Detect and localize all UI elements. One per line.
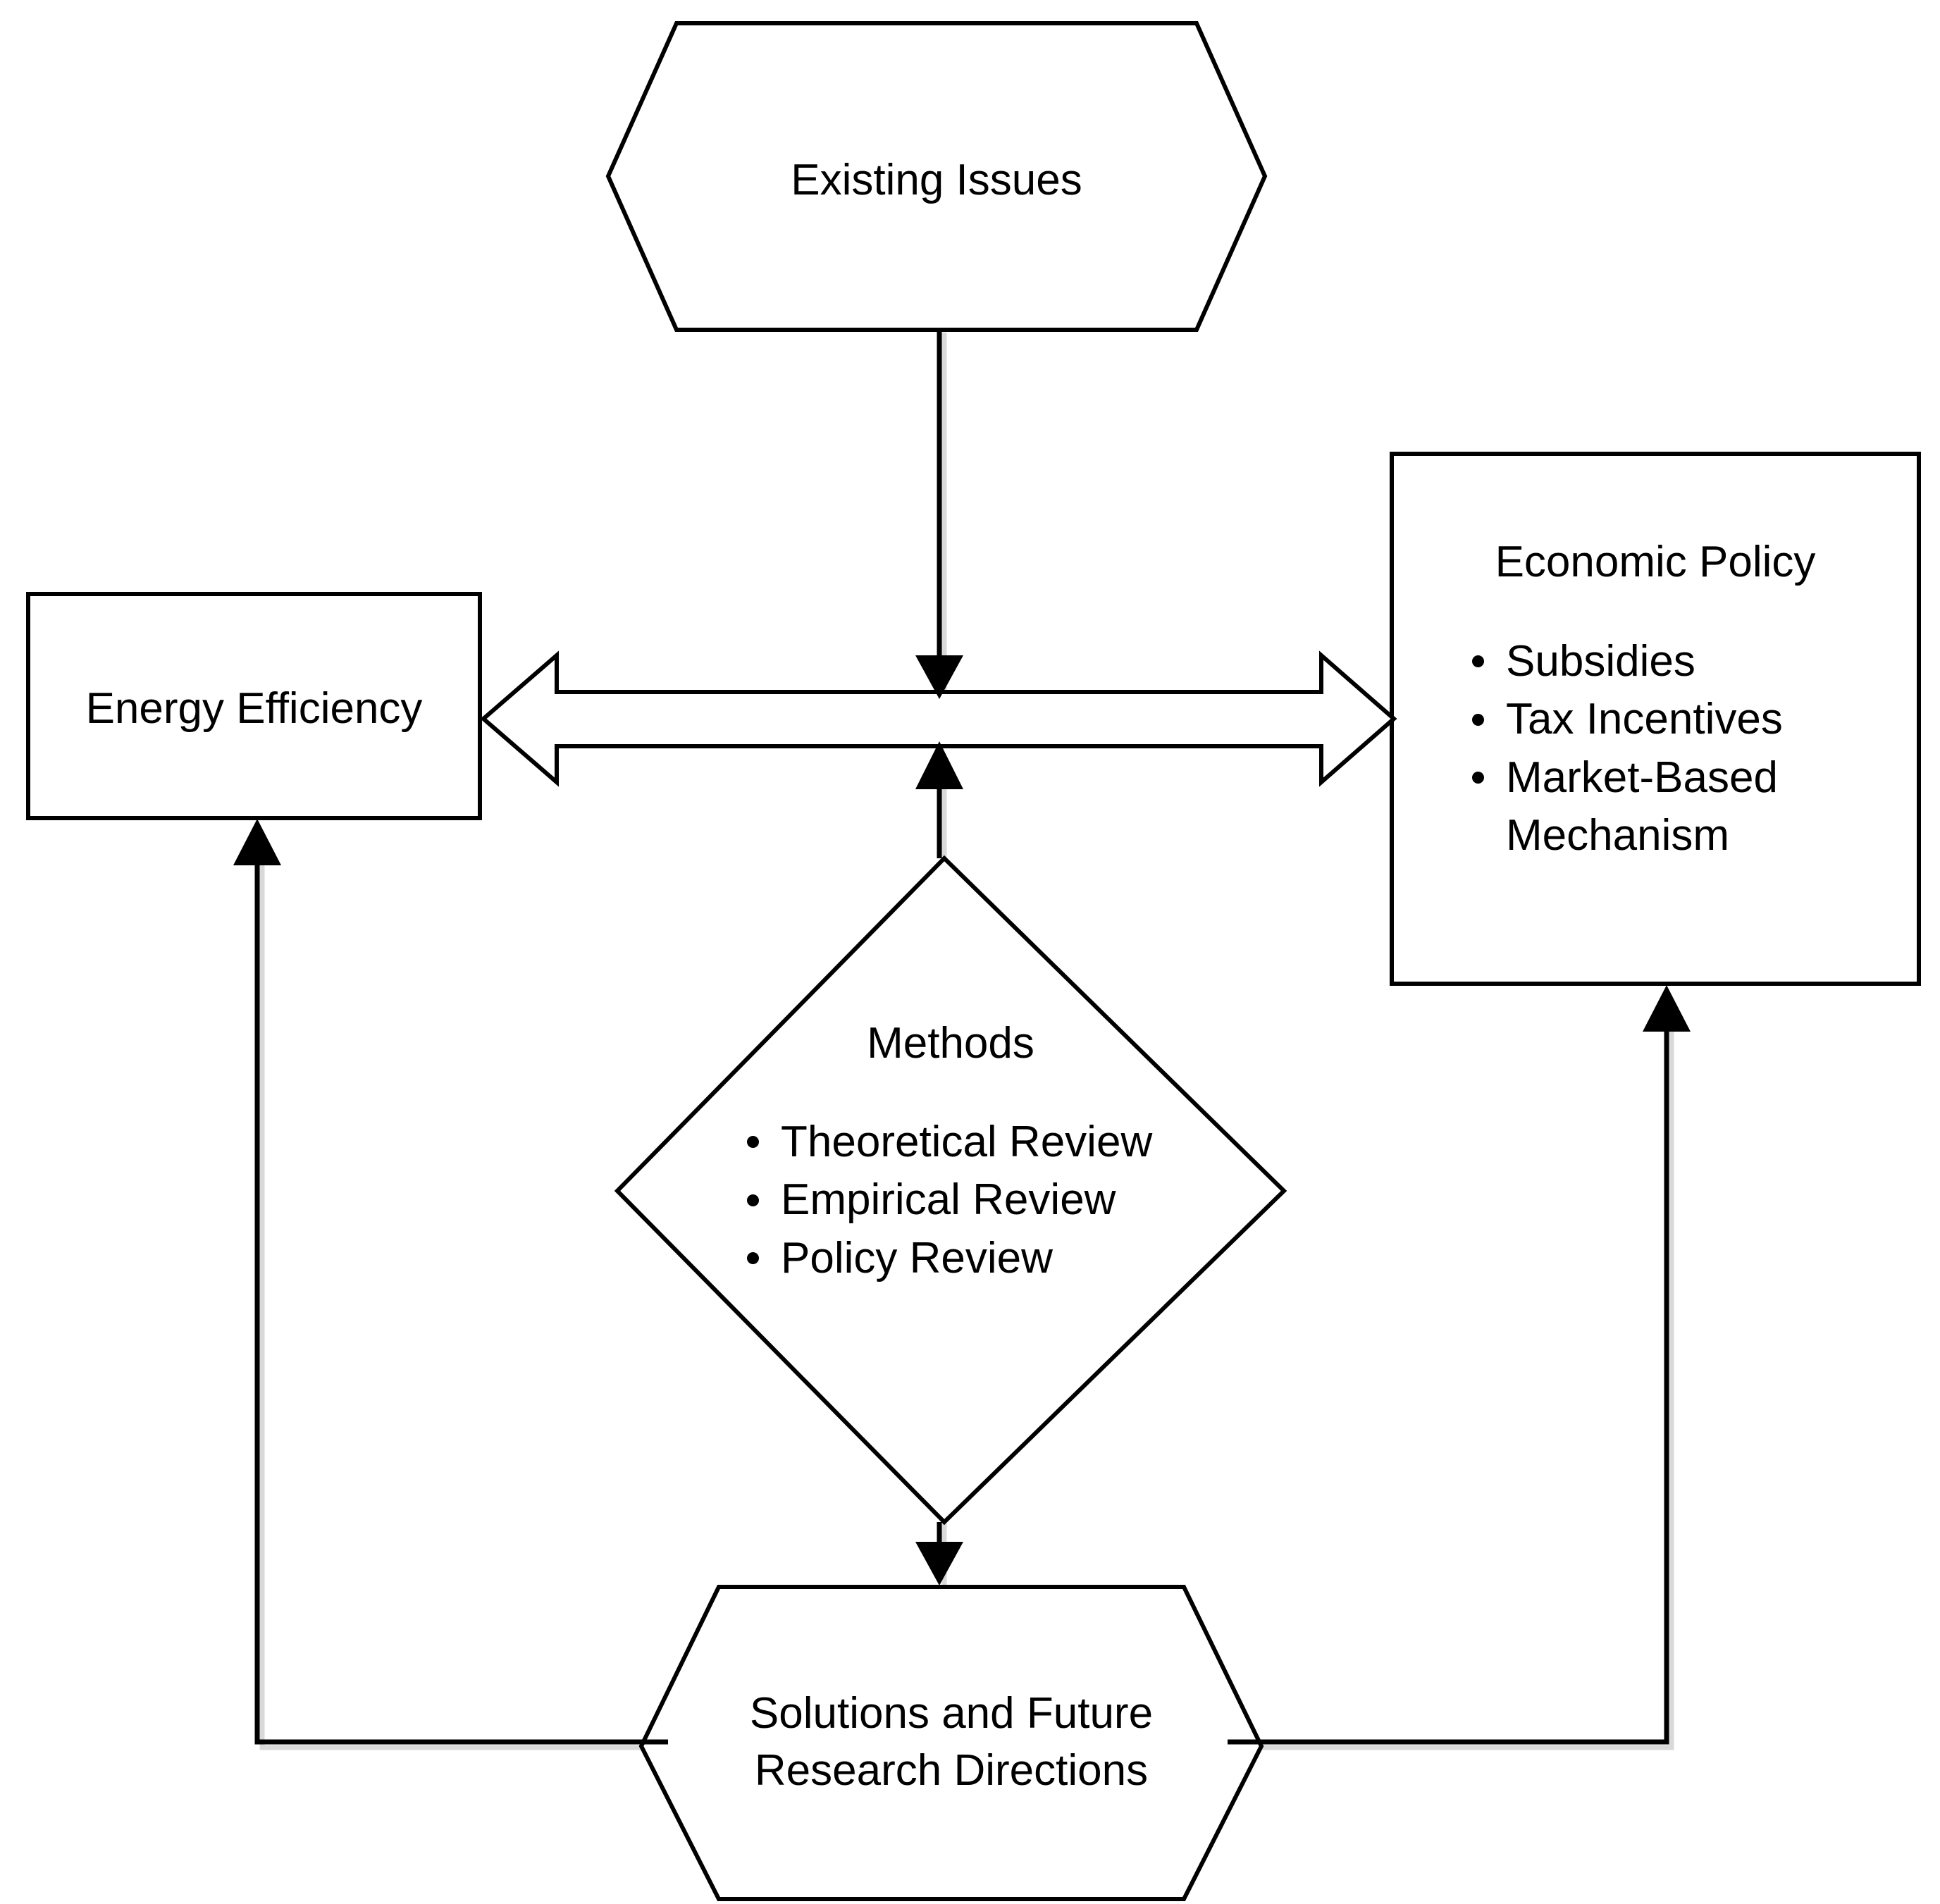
- node-energy-efficiency-shape[interactable]: [26, 592, 482, 820]
- list-item: Policy Review: [737, 1230, 1294, 1287]
- node-existing-issues-label: Existing Issues: [791, 156, 1082, 204]
- list-item: Tax Incentives: [1462, 691, 1913, 748]
- connector-solutions-to-policy-line[interactable]: [1228, 1013, 1669, 1745]
- list-item: Theoretical Review: [737, 1113, 1294, 1171]
- node-solutions-shape[interactable]: [638, 1585, 1264, 1901]
- node-economic-policy-bullets: Subsidies Tax Incentives Market-Based Me…: [1462, 633, 1913, 865]
- node-economic-policy-shape[interactable]: [1390, 452, 1921, 986]
- connector-shadow-sol-pol: [1223, 1001, 1674, 1750]
- connector-efficiency-policy-block-arrow[interactable]: [480, 650, 1397, 787]
- arrowhead-solutions-to-efficiency: [233, 819, 281, 865]
- node-economic-policy-label: Economic Policy: [1495, 538, 1816, 586]
- connector-solutions-to-efficiency-line[interactable]: [254, 846, 668, 1745]
- list-item: Market-Based Mechanism: [1462, 749, 1913, 865]
- list-item: Subsidies: [1462, 633, 1913, 691]
- node-energy-efficiency-label: Energy Efficiency: [85, 684, 423, 733]
- arrowhead-methods-down: [915, 1542, 963, 1585]
- node-existing-issues-shape[interactable]: [605, 21, 1268, 332]
- node-solutions-label-line-2: Research Directions: [754, 1745, 1149, 1795]
- arrowhead-methods-up: [915, 741, 963, 789]
- connector-shadow-sol-eff: [259, 832, 673, 1750]
- arrowhead-solutions-to-policy: [1643, 985, 1691, 1032]
- node-solutions-label: Solutions and Future Research Directions: [641, 1686, 1261, 1799]
- node-methods-shape[interactable]: [614, 855, 1287, 1526]
- list-item: Empirical Review: [737, 1171, 1294, 1229]
- arrowhead-issues-down: [915, 655, 963, 699]
- node-methods-bullets: Theoretical Review Empirical Review Poli…: [737, 1113, 1294, 1287]
- node-solutions-label-line-1: Solutions and Future: [749, 1689, 1154, 1738]
- node-methods-label: Methods: [867, 1019, 1034, 1068]
